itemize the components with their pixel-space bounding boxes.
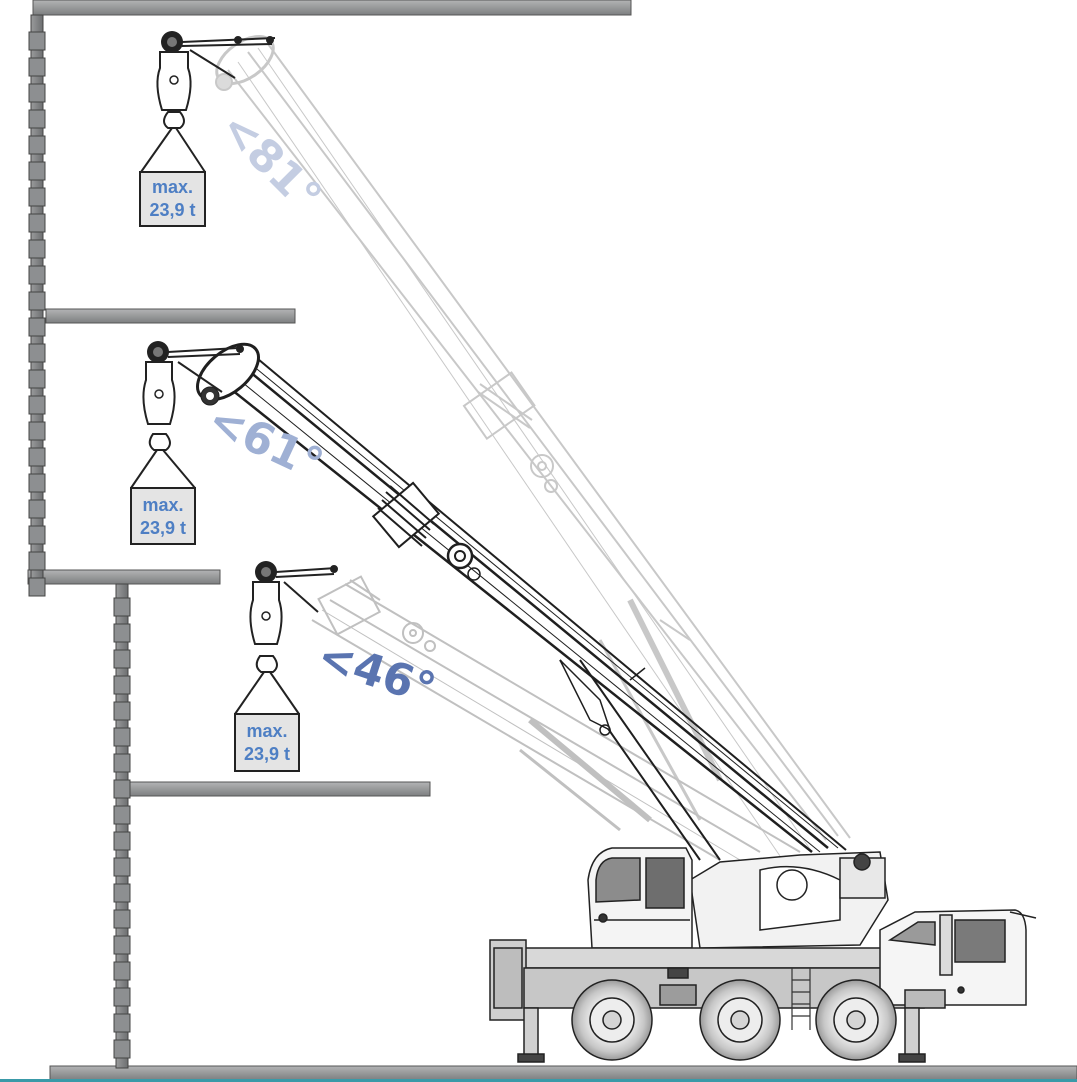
boom-81-ghost bbox=[215, 34, 851, 857]
column-block bbox=[113, 701, 131, 721]
lower-column-blocks bbox=[113, 597, 131, 1059]
column-block bbox=[113, 753, 131, 773]
column-block bbox=[113, 805, 131, 825]
column-block bbox=[113, 1013, 131, 1033]
column-block bbox=[28, 343, 46, 363]
column-block bbox=[28, 135, 46, 155]
column-block bbox=[28, 499, 46, 519]
column-block bbox=[28, 395, 46, 415]
column-block bbox=[28, 239, 46, 259]
column-block bbox=[113, 831, 131, 851]
column-block bbox=[113, 883, 131, 903]
column-block bbox=[113, 987, 131, 1007]
angle-label-61: <61° bbox=[200, 394, 330, 491]
column-block bbox=[28, 187, 46, 207]
column-block bbox=[28, 265, 46, 285]
upper-column-blocks bbox=[28, 31, 46, 597]
column-block bbox=[113, 961, 131, 981]
column-block bbox=[28, 109, 46, 129]
wheel-2 bbox=[699, 979, 781, 1061]
column-block bbox=[28, 83, 46, 103]
hook-block-81: max. 23,9 t bbox=[139, 31, 276, 227]
column-block bbox=[28, 473, 46, 493]
boom-46-ghost bbox=[311, 575, 801, 861]
column-block bbox=[113, 779, 131, 799]
column-block bbox=[28, 577, 46, 597]
wheel-1 bbox=[571, 979, 653, 1061]
load-box-2-line2: 23,9 t bbox=[140, 518, 186, 538]
column-block bbox=[28, 421, 46, 441]
column-block bbox=[113, 857, 131, 877]
column-block bbox=[28, 447, 46, 467]
column-block bbox=[113, 1039, 131, 1059]
column-block bbox=[28, 317, 46, 337]
angle-label-81: <81° bbox=[210, 102, 331, 223]
hook-block-46: max. 23,9 t bbox=[234, 561, 338, 772]
column-block bbox=[113, 909, 131, 929]
column-block bbox=[113, 935, 131, 955]
column-block bbox=[28, 57, 46, 77]
lower-slab bbox=[27, 569, 221, 585]
column-block bbox=[28, 213, 46, 233]
bottom-slab bbox=[129, 781, 431, 797]
load-box-1-line1: max. bbox=[152, 177, 193, 197]
column-block bbox=[113, 727, 131, 747]
column-block bbox=[113, 623, 131, 643]
ground-line bbox=[0, 1079, 1077, 1082]
column-block bbox=[113, 649, 131, 669]
column-block bbox=[28, 551, 46, 571]
wheel-3 bbox=[815, 979, 897, 1061]
column-block bbox=[113, 675, 131, 695]
boom-61-main bbox=[196, 342, 847, 861]
load-box-1-line2: 23,9 t bbox=[149, 200, 195, 220]
column-block bbox=[28, 525, 46, 545]
middle-slab bbox=[45, 308, 296, 324]
column-block bbox=[113, 597, 131, 617]
crane-carrier bbox=[489, 847, 1037, 1063]
hook-block-61: max. 23,9 t bbox=[130, 341, 244, 545]
column-block bbox=[28, 369, 46, 389]
load-box-2-line1: max. bbox=[142, 495, 183, 515]
top-slab bbox=[32, 0, 632, 16]
load-box-3-line1: max. bbox=[246, 721, 287, 741]
column-block bbox=[28, 291, 46, 311]
ground bbox=[49, 1065, 1077, 1081]
load-box-3-line2: 23,9 t bbox=[244, 744, 290, 764]
column-block bbox=[28, 161, 46, 181]
column-block bbox=[28, 31, 46, 51]
